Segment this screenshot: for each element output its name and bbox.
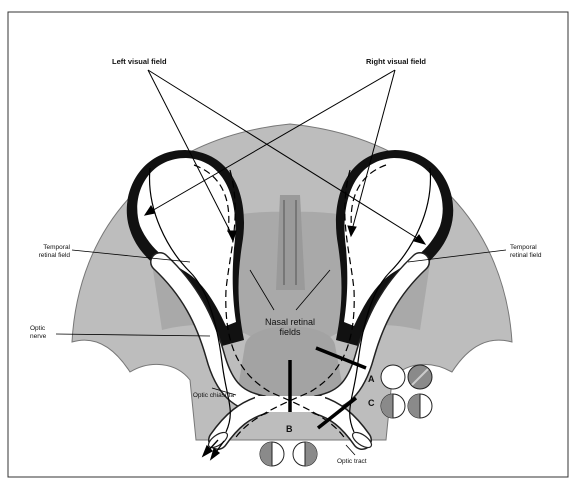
field-icon-a-right (408, 365, 432, 389)
label-optic-chiasma: Optic chiasma (193, 392, 235, 399)
field-icon-b-left (260, 442, 284, 466)
label-right-visual-field: Right visual field (366, 57, 426, 66)
label-left-visual-field: Left visual field (112, 57, 167, 66)
label-temporal-right-1: Temporal (510, 244, 537, 251)
field-icon-b-right (293, 442, 317, 466)
label-lesion-b: B (286, 424, 293, 434)
field-icon-a-left (381, 365, 405, 389)
label-temporal-left-2: retinal field (39, 252, 71, 259)
field-icon-c-right (408, 394, 432, 418)
field-icon-c-left (381, 394, 405, 418)
label-nasal-2: fields (279, 327, 301, 337)
label-lesion-a: A (368, 374, 375, 384)
label-optic-tract: Optic tract (337, 458, 367, 465)
nose-shade (276, 195, 305, 290)
label-temporal-right-2: retinal field (510, 252, 542, 259)
label-optic-nerve-2: nerve (30, 333, 47, 340)
label-temporal-left-1: Temporal (43, 244, 70, 251)
label-nasal-1: Nasal retinal (265, 317, 315, 327)
label-optic-nerve-1: Optic (30, 325, 46, 332)
label-lesion-c: C (368, 398, 375, 408)
